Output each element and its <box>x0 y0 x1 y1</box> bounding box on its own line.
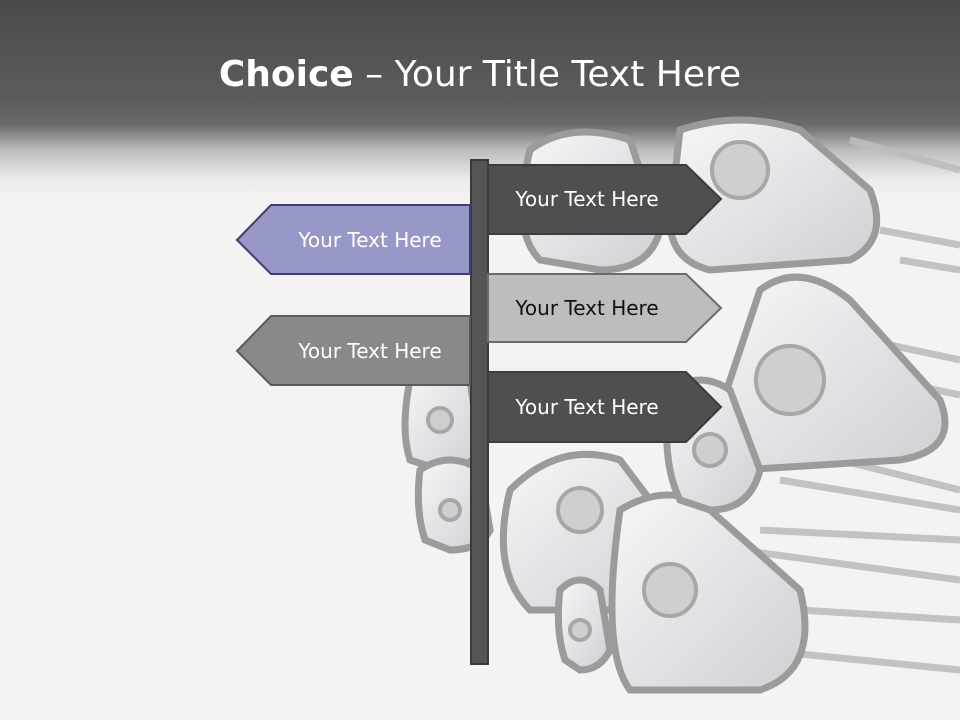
sign-right-bottom-label: Your Text Here <box>515 395 659 419</box>
sign-right-top[interactable] <box>487 164 723 235</box>
sign-right-middle-label: Your Text Here <box>515 296 659 320</box>
sign-right-middle[interactable] <box>487 273 723 343</box>
sign-left-top-label: Your Text Here <box>298 228 442 252</box>
sign-right-top-label: Your Text Here <box>515 187 659 211</box>
slide-title[interactable]: Choice – Your Title Text Here <box>0 50 960 100</box>
sign-left-bottom[interactable] <box>235 315 471 386</box>
sign-right-bottom[interactable] <box>487 371 723 443</box>
title-bold: Choice <box>218 54 354 95</box>
sign-left-top[interactable] <box>235 204 471 275</box>
signpost-pole <box>470 159 489 665</box>
sign-left-bottom-label: Your Text Here <box>298 339 442 363</box>
title-rest: – Your Title Text Here <box>353 54 742 95</box>
